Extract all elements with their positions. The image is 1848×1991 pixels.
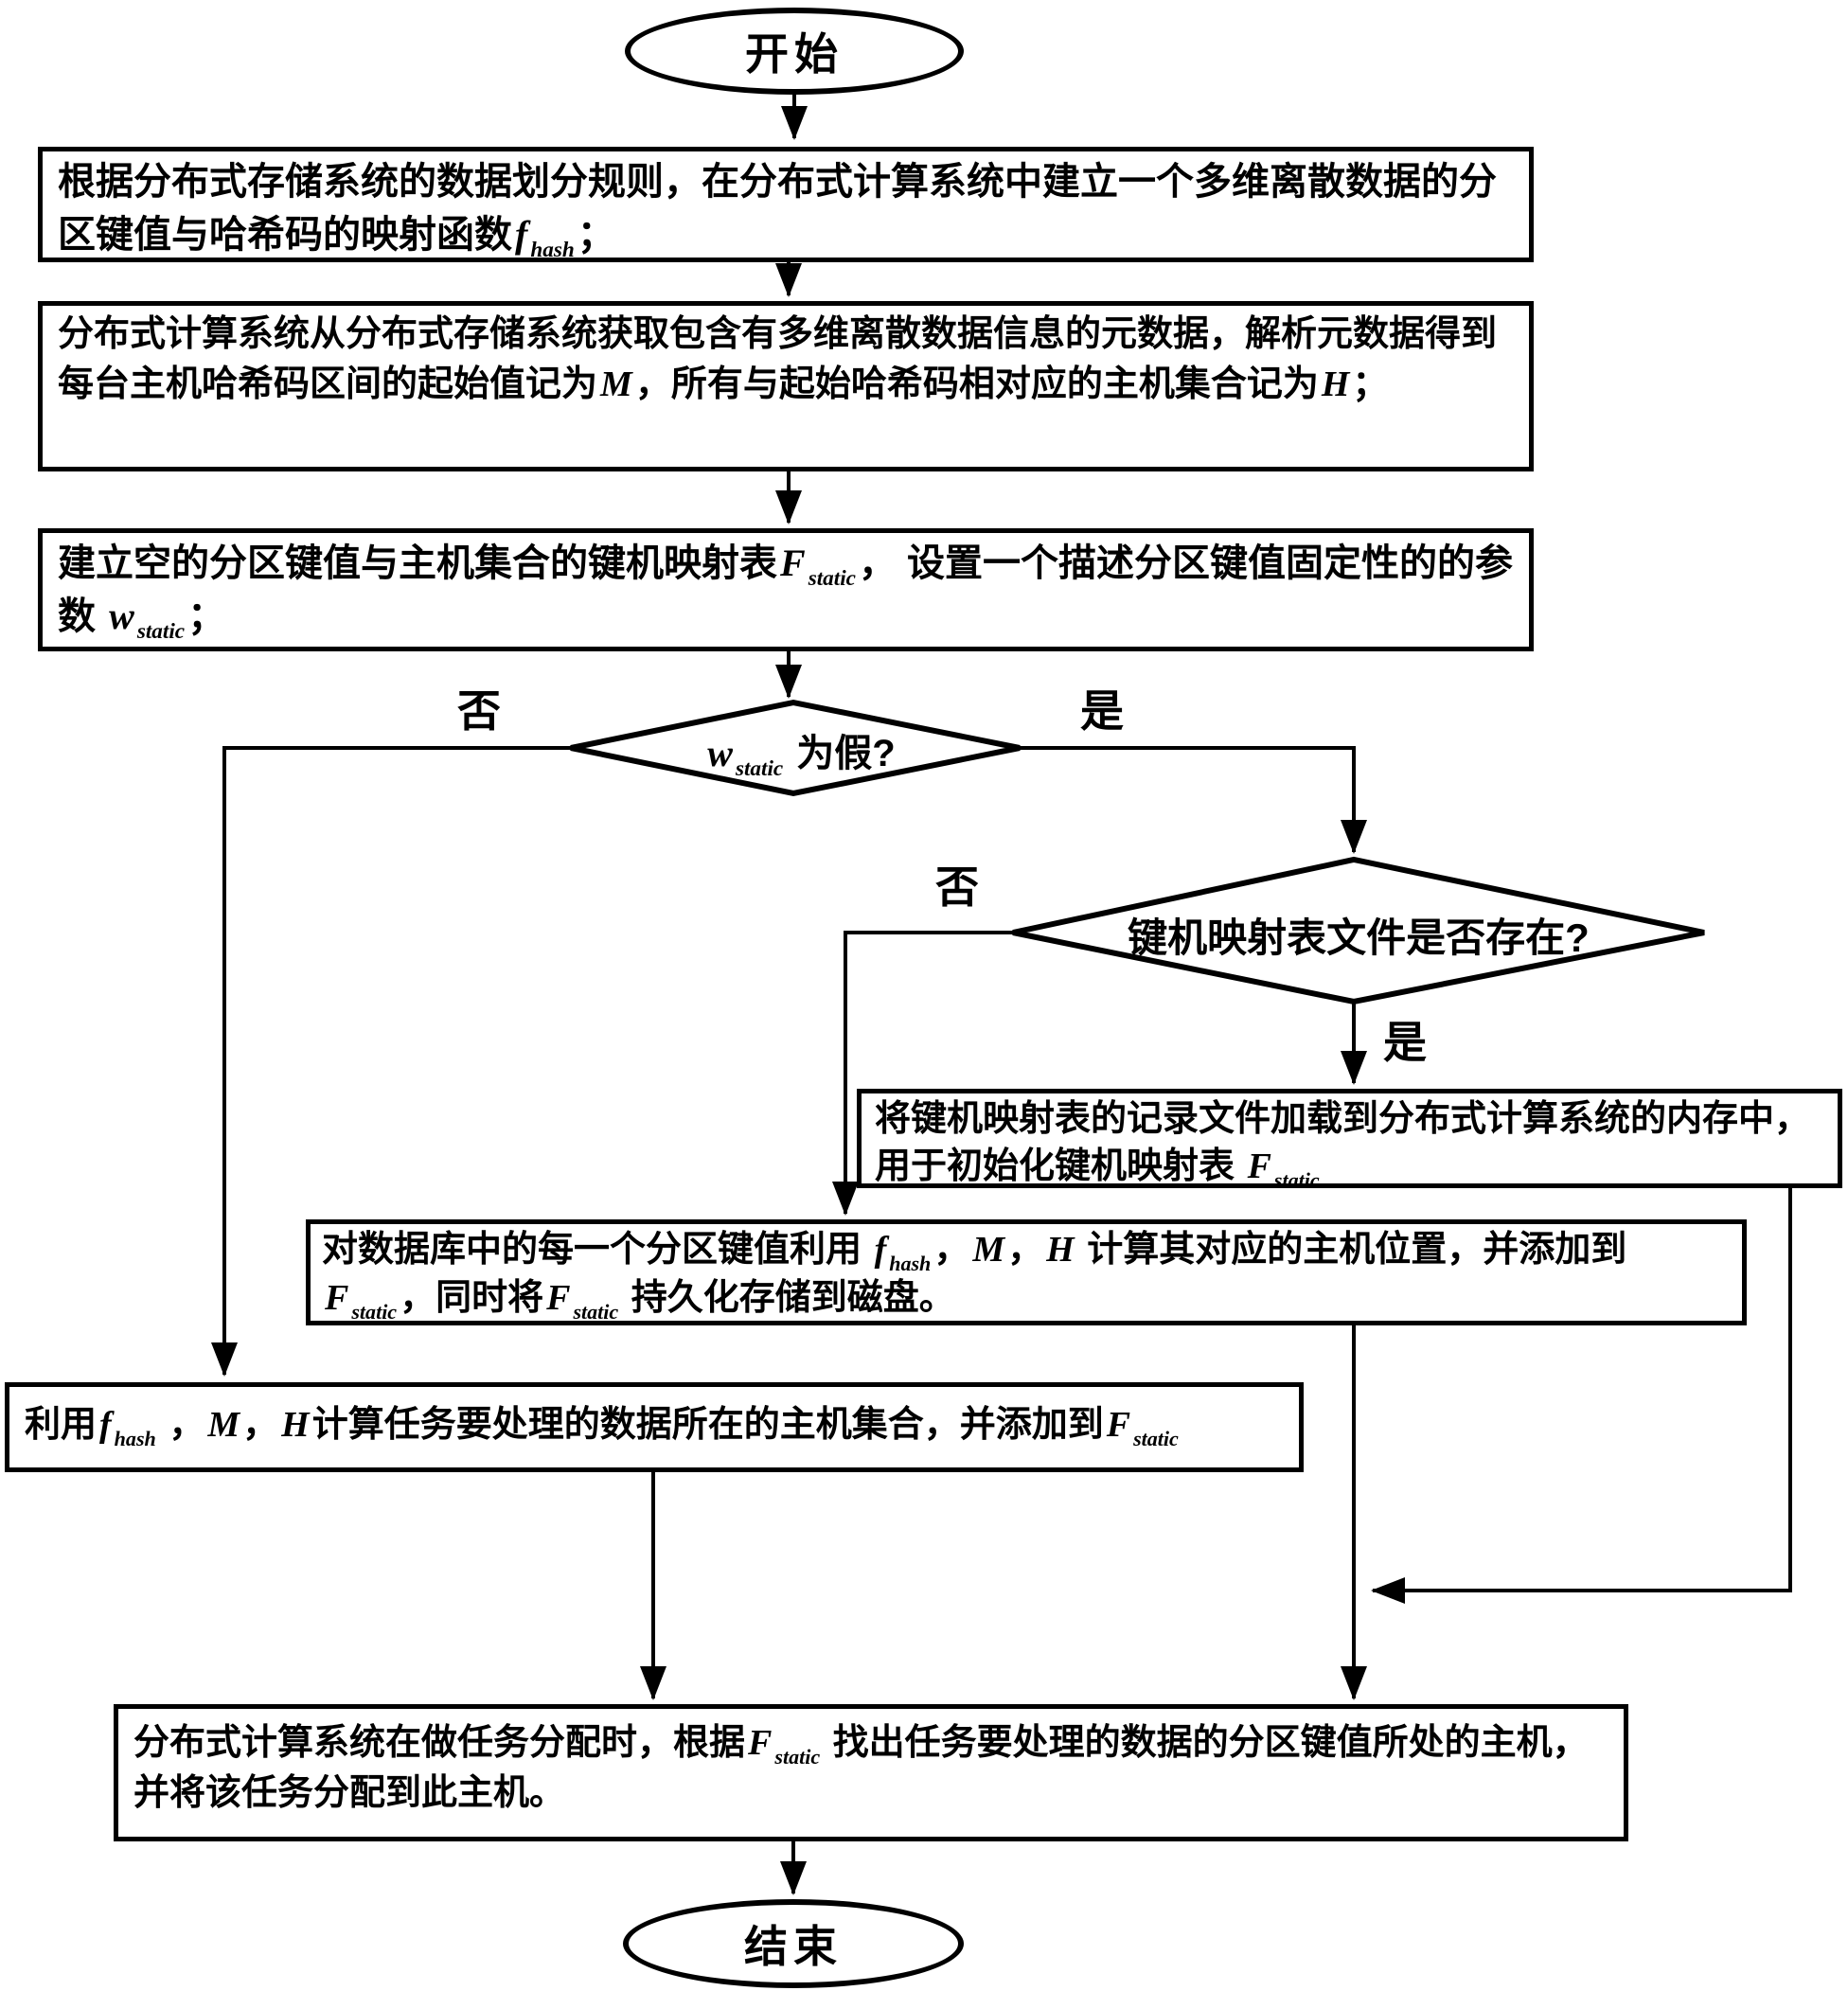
process-compute-host-positions-text: 对数据库中的每一个分区键值利用 fhash，M，H 计算其对应的主机位置，并添加… [322,1230,1626,1318]
process-compute-host-positions: 对数据库中的每一个分区键值利用 fhash，M，H 计算其对应的主机位置，并添加… [306,1219,1747,1325]
terminator-end: 结束 [623,1899,964,1988]
decision2-no-text: 否 [935,853,979,916]
edge-decision1-yes [1020,748,1354,852]
end-label: 结束 [744,1912,843,1975]
process-create-hash-function: 根据分布式存储系统的数据划分规则，在分布式计算系统中建立一个多维离散数据的分区键… [38,147,1534,262]
process-parse-metadata-text: 分布式计算系统从分布式存储系统获取包含有多维离散数据信息的元数据，解析元数据得到… [58,314,1497,404]
process-create-mapping-table-text: 建立空的分区键值与主机集合的键机映射表Fstatic， 设置一个描述分区键值固定… [58,542,1513,637]
edge-label-decision2-no: 否 [923,854,991,915]
decision-wstatic-text: wstatic 为假? [704,722,895,777]
decision-file-exists-label: 键机映射表文件是否存在? [1070,905,1647,964]
process-compute-task-hosts-text: 利用fhash ，M，H计算任务要处理的数据所在的主机集合，并添加到Fstati… [25,1405,1182,1445]
decision1-yes-text: 是 [1080,677,1124,739]
process-create-mapping-table: 建立空的分区键值与主机集合的键机映射表Fstatic， 设置一个描述分区键值固定… [38,528,1534,651]
edge-label-decision1-yes: 是 [1068,678,1136,738]
process-parse-metadata: 分布式计算系统从分布式存储系统获取包含有多维离散数据信息的元数据，解析元数据得到… [38,301,1534,471]
start-label: 开始 [745,20,844,82]
process-compute-task-hosts: 利用fhash ，M，H计算任务要处理的数据所在的主机集合，并添加到Fstati… [5,1382,1304,1472]
edge-label-decision2-yes: 是 [1371,1009,1439,1070]
process-assign-task-text: 分布式计算系统在做任务分配时，根据Fstatic 找出任务要处理的数据的分区键值… [133,1723,1589,1813]
process-load-mapping-file: 将键机映射表的记录文件加载到分布式计算系统的内存中，用于初始化键机映射表 Fst… [857,1089,1842,1188]
process-create-hash-function-text: 根据分布式存储系统的数据划分规则，在分布式计算系统中建立一个多维离散数据的分区键… [58,161,1497,256]
edge-label-decision1-no: 否 [445,678,513,738]
process-assign-task: 分布式计算系统在做任务分配时，根据Fstatic 找出任务要处理的数据的分区键值… [114,1704,1628,1841]
decision-wstatic-label: wstatic 为假? [596,720,1004,780]
terminator-start: 开始 [625,8,964,95]
decision2-yes-text: 是 [1383,1008,1427,1071]
process-load-mapping-file-text: 将键机映射表的记录文件加载到分布式计算系统的内存中，用于初始化键机映射表 Fst… [875,1099,1810,1186]
decision-file-exists-text: 键机映射表文件是否存在? [1128,906,1590,964]
decision1-no-text: 否 [457,677,501,739]
